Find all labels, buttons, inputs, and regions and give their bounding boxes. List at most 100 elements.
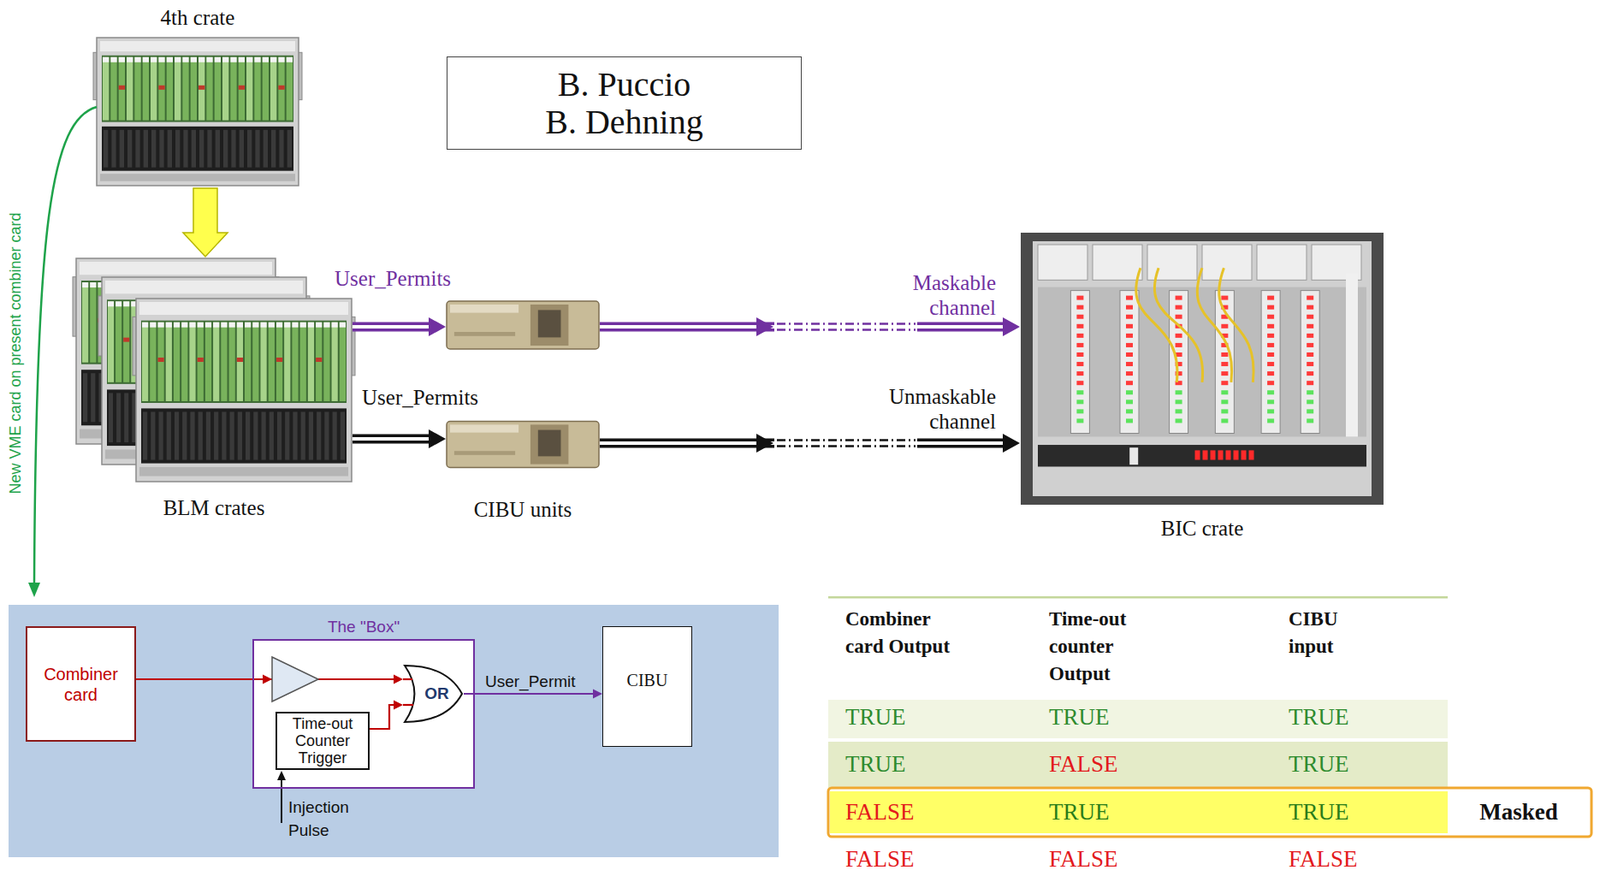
arrowhead: [393, 675, 403, 685]
node-title: BLM crates: [76, 495, 352, 521]
card-tab: [142, 322, 149, 328]
table-cell: Masked: [1454, 798, 1583, 826]
vme-card: [286, 57, 293, 121]
node-subtext: B. Dehning: [545, 103, 703, 142]
card-tab: [300, 322, 307, 328]
vme-card: [254, 57, 261, 121]
vme-card: [278, 57, 285, 121]
card-handle: [158, 85, 165, 90]
interlock-card: [1070, 290, 1090, 434]
card-tab: [278, 57, 285, 63]
edge-label: User_Permits: [361, 385, 479, 410]
connector-slot: [103, 130, 108, 168]
connector-slot: [191, 130, 196, 168]
led: [1267, 390, 1275, 395]
connector: [183, 188, 228, 257]
connector-slot: [340, 411, 345, 460]
signal-name: User_Permits: [361, 385, 479, 410]
vme-card: [190, 57, 197, 121]
connector-slot: [151, 130, 156, 168]
led: [1306, 352, 1314, 357]
table-top-rule: [828, 596, 1448, 599]
card-tab: [123, 301, 130, 307]
led: [1076, 390, 1084, 395]
led: [1267, 333, 1275, 338]
connector-slot: [245, 411, 250, 460]
rack-module: [1037, 244, 1088, 280]
card-tab: [102, 57, 109, 63]
cabinet-inner: [1032, 241, 1372, 497]
cable-duct: [1345, 273, 1358, 438]
table-cell: Combiner card Output: [845, 605, 961, 661]
led: [1175, 333, 1183, 338]
bic-crate-illustration: [1020, 232, 1384, 505]
wire: [463, 693, 595, 695]
node-title: The "Box": [254, 617, 474, 637]
rack-module: [1202, 244, 1252, 280]
crate-base: [139, 467, 349, 477]
arrowhead: [428, 317, 446, 337]
card-tab: [262, 57, 269, 63]
cibu-body: [446, 421, 599, 469]
display-segment: [1241, 450, 1247, 460]
vme-card: [118, 57, 125, 121]
connector-slot: [150, 411, 155, 460]
connector-slot: [199, 130, 204, 168]
vme-card: [276, 322, 283, 402]
card-tab: [252, 322, 259, 328]
card-tab: [174, 57, 181, 63]
table-cell-text: FALSE: [1048, 750, 1119, 778]
card-tab: [214, 57, 221, 63]
led: [1076, 314, 1084, 320]
vme-card: [189, 322, 196, 402]
table-cell: CIBU input: [1288, 605, 1366, 661]
display-segment: [1210, 450, 1216, 460]
node-title: B. Puccio: [557, 65, 692, 104]
vme-card: [229, 322, 236, 402]
vme-card: [230, 57, 237, 121]
fiber-cable: [1136, 267, 1178, 383]
vme-card: [82, 282, 89, 363]
or-gate-outline: [404, 665, 463, 723]
led: [1220, 371, 1228, 376]
card-tab: [254, 57, 261, 63]
led: [1125, 390, 1133, 395]
connector-slot: [221, 411, 226, 460]
node-title: Time-out Counter: [288, 715, 357, 750]
connector-slot: [189, 411, 195, 460]
line-break-gap: [774, 320, 918, 334]
connector-slot: [207, 130, 212, 168]
table-cell-text: CIBU input: [1288, 605, 1366, 661]
led: [1175, 418, 1183, 423]
card-tab: [284, 322, 291, 328]
display-segment: [1233, 450, 1239, 460]
fiber-cable: [1154, 267, 1203, 383]
led: [1267, 380, 1275, 386]
led: [1076, 305, 1084, 310]
led: [1220, 418, 1228, 423]
led: [1076, 296, 1084, 301]
signal-name: Maskable channel: [884, 270, 996, 320]
led: [1220, 380, 1228, 386]
card-tab: [89, 282, 96, 288]
amplifier-symbol: [272, 657, 319, 702]
interlock-card: [1300, 290, 1320, 434]
vme-card: [157, 322, 164, 402]
card-handle: [238, 85, 245, 90]
connector: [352, 429, 446, 449]
vme-card: [213, 322, 220, 402]
card-tab: [150, 57, 157, 63]
timeout-counter-box: Time-out CounterTrigger: [275, 711, 370, 771]
led: [1125, 371, 1133, 376]
rack-module: [1092, 244, 1143, 280]
led: [1175, 314, 1183, 320]
vme-card: [205, 322, 212, 402]
table-cell-text: FALSE: [845, 845, 915, 873]
table-cell-text: Combiner card Output: [845, 605, 961, 661]
table-cell: FALSE: [1288, 845, 1358, 873]
signal-name: User_Permits: [334, 266, 451, 291]
arrowhead: [262, 675, 273, 685]
led: [1267, 418, 1275, 423]
vme-card: [115, 301, 122, 383]
